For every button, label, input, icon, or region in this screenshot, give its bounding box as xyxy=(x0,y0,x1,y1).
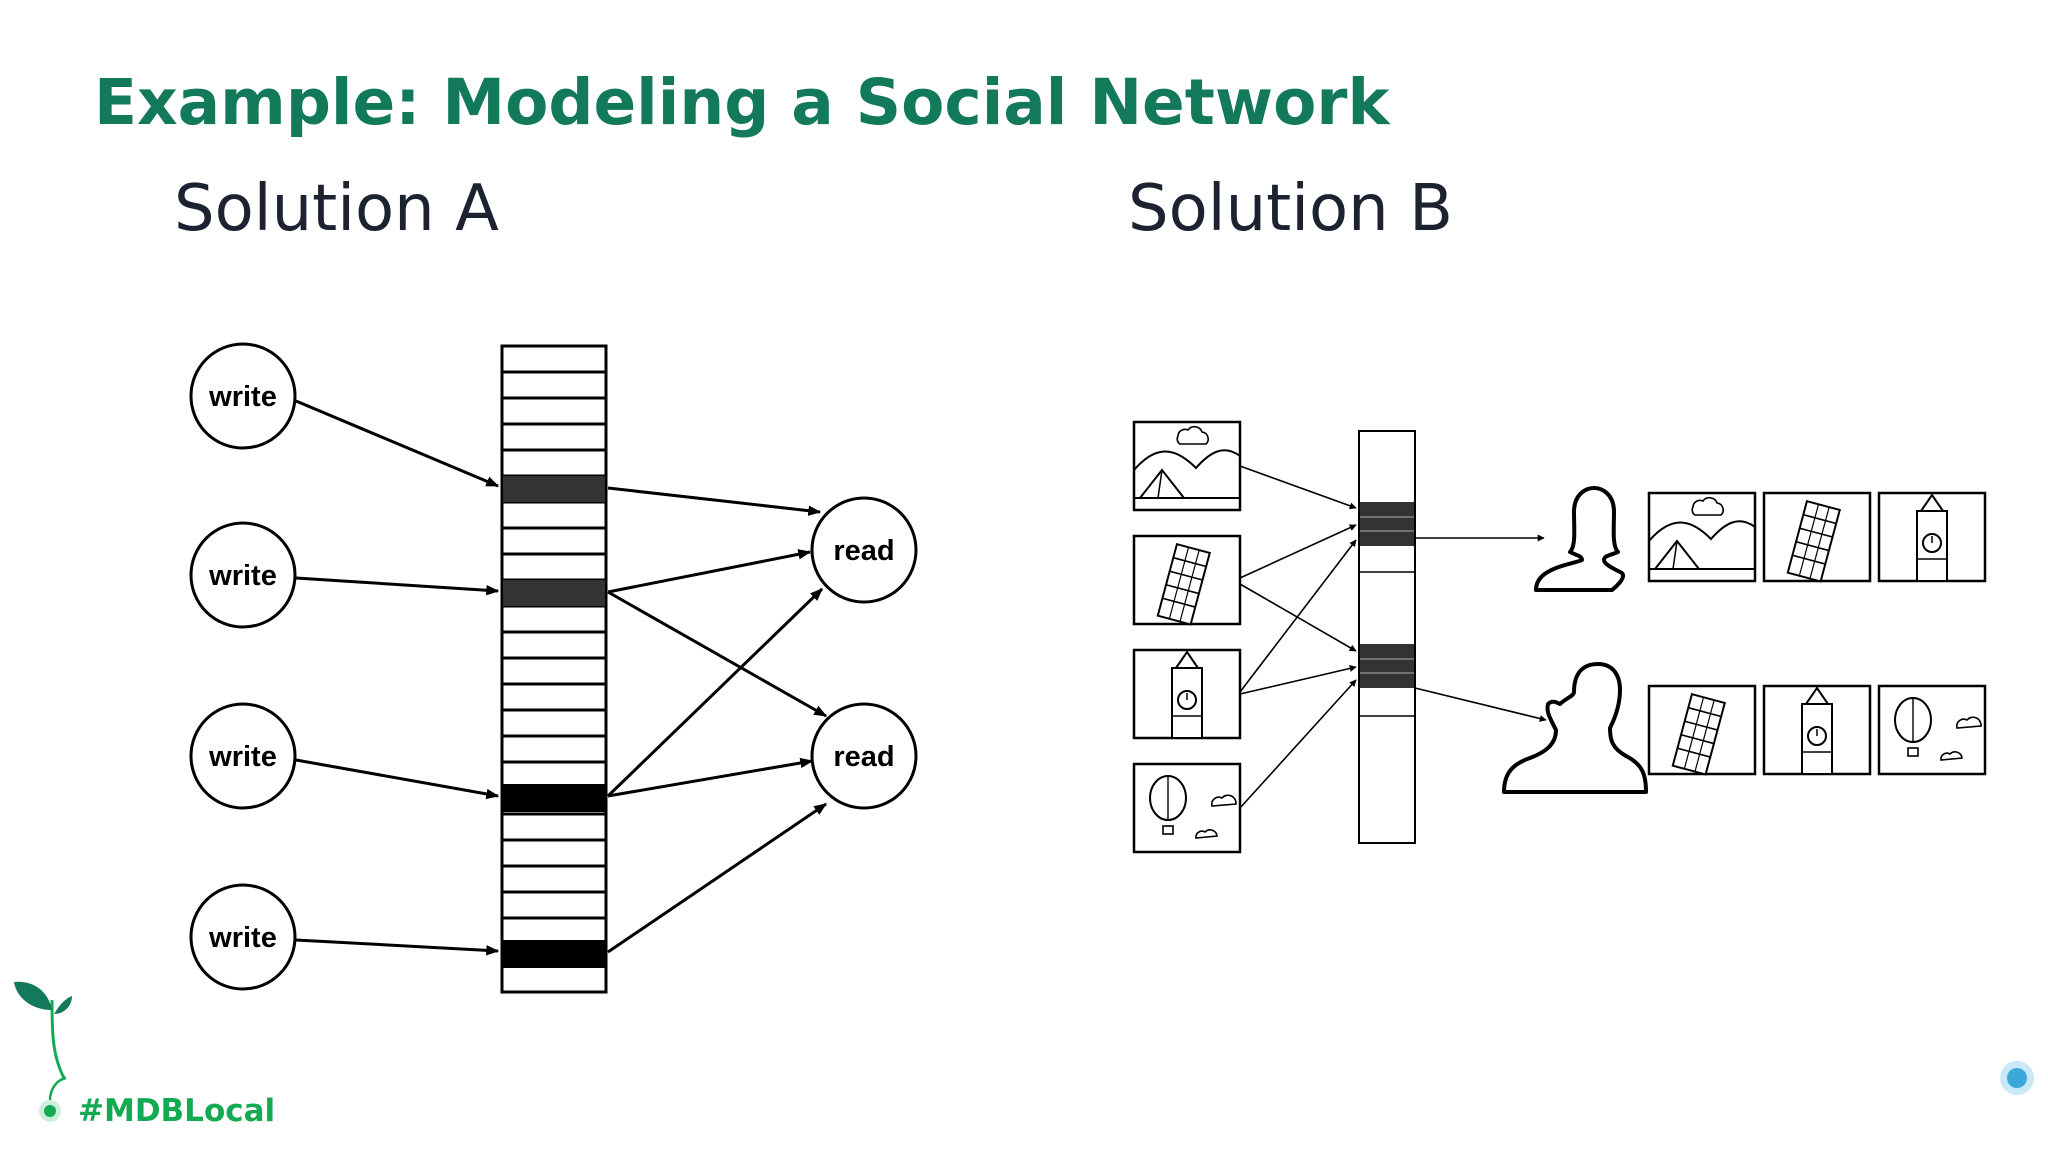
read-arrow xyxy=(607,590,828,718)
read-node: read xyxy=(810,702,918,810)
read-arrow xyxy=(606,587,824,798)
storage-cell-filled xyxy=(503,476,605,502)
write-arrow xyxy=(1239,539,1357,693)
write-node-label: write xyxy=(208,741,277,773)
write-arrow xyxy=(1239,524,1357,579)
female-user-icon xyxy=(1534,486,1625,592)
slide-title: Example: Modeling a Social Network xyxy=(94,66,1390,139)
footer-hashtag: #MDBLocal xyxy=(78,1093,276,1129)
footer-branding xyxy=(14,981,2034,1122)
storage-cell-filled xyxy=(503,940,605,968)
write-node-label: write xyxy=(208,922,277,954)
read-node-label: read xyxy=(833,535,894,567)
read-node: read xyxy=(810,496,918,604)
read-node-label: read xyxy=(833,741,894,773)
landscape-tent-icon xyxy=(1647,491,1757,583)
leaning-tower-icon xyxy=(1132,534,1242,626)
storage-column xyxy=(1358,430,1416,844)
leaning-tower-icon xyxy=(1762,491,1872,583)
read-arrow xyxy=(607,757,814,798)
solution-a-heading: Solution A xyxy=(174,172,499,246)
write-node-label: write xyxy=(208,381,277,413)
solution-a-diagram: write write write write read read xyxy=(189,342,918,994)
read-arrow xyxy=(607,549,812,594)
timeline-start-dot xyxy=(44,1105,56,1117)
write-arrow xyxy=(295,758,500,800)
write-arrow xyxy=(1239,679,1357,809)
storage-cell-filled xyxy=(1360,502,1414,546)
write-arrow xyxy=(1239,583,1357,652)
write-node: write xyxy=(189,702,297,810)
storage-cell-filled xyxy=(503,784,605,812)
storage-cell-filled xyxy=(503,580,605,606)
clock-tower-icon xyxy=(1132,648,1242,740)
clock-tower-icon xyxy=(1762,684,1872,776)
hot-air-balloon-icon xyxy=(1877,684,1987,776)
write-arrow xyxy=(295,576,500,596)
storage-cell-filled xyxy=(1360,644,1414,688)
write-arrow xyxy=(1239,465,1357,510)
write-node: write xyxy=(189,521,297,629)
write-node: write xyxy=(189,883,297,991)
read-arrow xyxy=(1414,687,1547,722)
solution-b-diagram xyxy=(1132,420,1987,854)
timeline-end-dot xyxy=(2007,1068,2027,1088)
male-user-icon xyxy=(1502,662,1648,794)
read-arrow xyxy=(607,486,822,516)
write-node: write xyxy=(189,342,297,450)
solution-b-heading: Solution B xyxy=(1128,172,1453,246)
leaning-tower-icon xyxy=(1647,684,1757,776)
sprout-leaf-icon xyxy=(14,981,72,1079)
hot-air-balloon-icon xyxy=(1132,762,1242,854)
write-node-label: write xyxy=(208,560,277,592)
landscape-tent-icon xyxy=(1132,420,1242,512)
read-arrow xyxy=(607,802,828,954)
write-arrow xyxy=(1239,665,1357,695)
write-arrow xyxy=(295,938,500,956)
clock-tower-icon xyxy=(1877,491,1987,583)
storage-column xyxy=(500,344,608,994)
write-arrow xyxy=(295,399,500,488)
